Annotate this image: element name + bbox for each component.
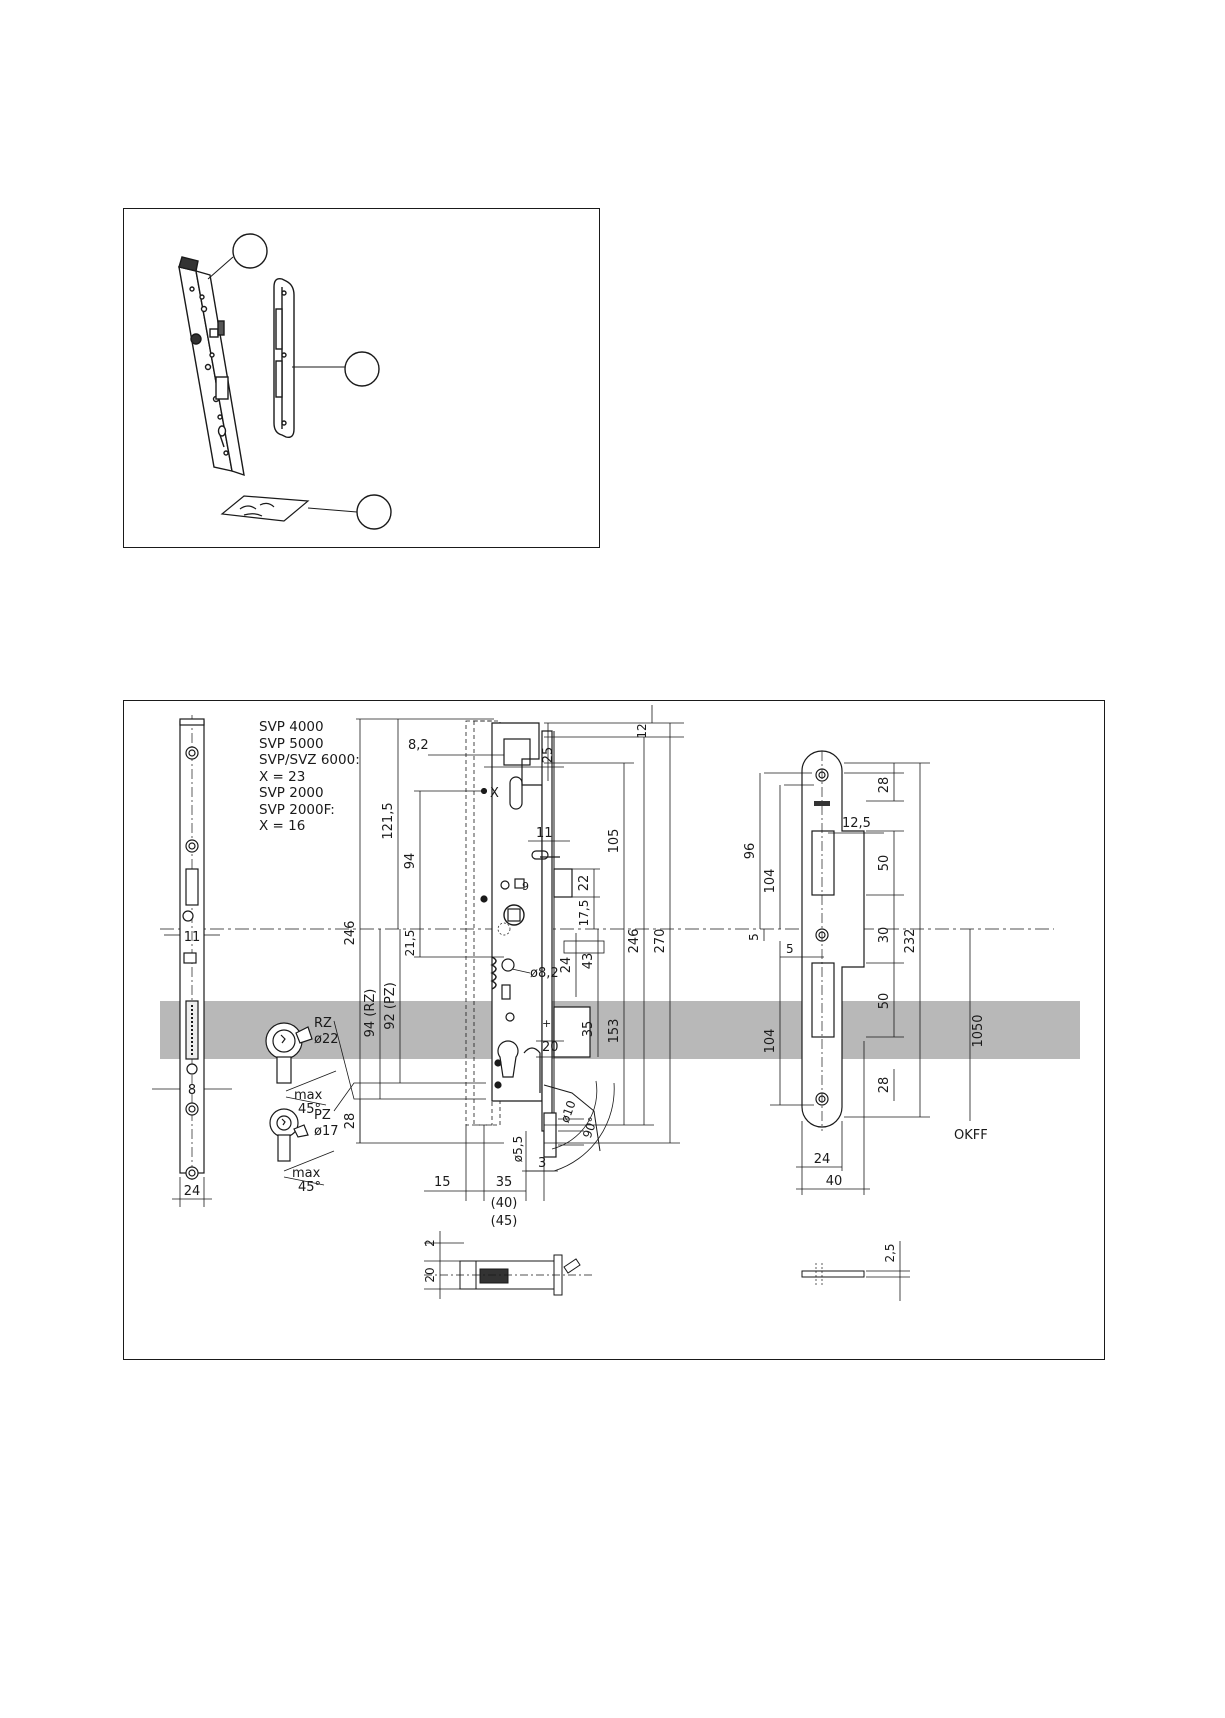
- svg-text:35: 35: [496, 1175, 513, 1190]
- svg-text:28: 28: [877, 1077, 892, 1094]
- svg-text:8: 8: [188, 1083, 196, 1098]
- lock-case-drawing: [466, 721, 604, 1157]
- x-label: X: [490, 786, 499, 801]
- svg-text:(40): (40): [491, 1196, 518, 1211]
- svg-text:92 (PZ): 92 (PZ): [383, 982, 398, 1030]
- svg-text:246: 246: [343, 921, 358, 946]
- svg-text:PZ: PZ: [314, 1108, 331, 1123]
- strike-section-view: [802, 1263, 864, 1285]
- svg-text:20: 20: [423, 1267, 437, 1282]
- technical-drawing: 11 8 24 RZ ø22 max 45°: [124, 701, 1106, 1361]
- svg-text:24: 24: [814, 1152, 831, 1167]
- dims-strike: 96 104 5 5 104 12,5 50 30 50: [743, 763, 988, 1195]
- callout-1: [208, 234, 267, 279]
- svg-text:246: 246: [627, 929, 642, 954]
- svg-text:2: 2: [423, 1239, 437, 1247]
- svg-text:104: 104: [763, 1029, 778, 1054]
- square-9-label: 9: [522, 880, 529, 893]
- svg-text:40: 40: [826, 1174, 843, 1189]
- dims-case-bottom: 15 35 (40) (45) 3: [424, 1125, 554, 1229]
- svg-text:25: 25: [541, 747, 556, 764]
- svg-text:ø5,5: ø5,5: [511, 1136, 525, 1162]
- svg-text:50: 50: [877, 993, 892, 1010]
- svg-text:17,5: 17,5: [577, 900, 591, 927]
- svg-text:21,5: 21,5: [403, 930, 417, 957]
- svg-text:270: 270: [653, 929, 668, 954]
- svg-text:12: 12: [635, 723, 649, 738]
- dimension-drawing-frame: SVP 4000 SVP 5000 SVP/SVZ 6000: X = 23 S…: [123, 700, 1105, 1360]
- dia-8-2-label: ø8,2: [530, 966, 559, 981]
- svg-text:(45): (45): [491, 1214, 518, 1229]
- parts-illustration: [124, 209, 601, 549]
- svg-text:11: 11: [536, 826, 553, 841]
- section-dims: 2 20: [423, 1231, 464, 1299]
- svg-text:104: 104: [763, 869, 778, 894]
- svg-text:50: 50: [877, 855, 892, 872]
- faceplate-front-view: [180, 715, 204, 1181]
- parts-overview-frame: [123, 208, 600, 548]
- svg-text:20: 20: [542, 1040, 559, 1055]
- svg-text:43: 43: [581, 953, 596, 970]
- lock-case-illustration: [179, 257, 244, 475]
- strike-section-dims: 2,5: [866, 1241, 910, 1301]
- svg-text:2,5: 2,5: [883, 1243, 897, 1262]
- plus-label: +: [542, 1017, 551, 1030]
- svg-text:232: 232: [903, 929, 918, 954]
- svg-text:max: max: [294, 1088, 323, 1103]
- svg-text:94 (RZ): 94 (RZ): [363, 989, 378, 1038]
- svg-text:5: 5: [747, 933, 761, 941]
- strike-plate-drawing: [802, 751, 864, 1131]
- screw-bag-illustration: [222, 496, 308, 521]
- svg-text:ø10: ø10: [558, 1099, 579, 1125]
- svg-text:8,2: 8,2: [408, 738, 429, 753]
- svg-text:121,5: 121,5: [381, 802, 396, 839]
- svg-text:12,5: 12,5: [842, 816, 871, 831]
- svg-text:35: 35: [581, 1021, 596, 1038]
- svg-text:11: 11: [184, 930, 201, 945]
- strike-plate-illustration: [274, 279, 294, 438]
- svg-text:28: 28: [343, 1113, 358, 1130]
- svg-text:24: 24: [559, 957, 574, 974]
- svg-text:OKFF: OKFF: [954, 1128, 988, 1143]
- svg-text:28: 28: [877, 777, 892, 794]
- svg-text:ø17: ø17: [314, 1124, 339, 1139]
- svg-text:5: 5: [786, 942, 794, 956]
- svg-text:153: 153: [607, 1019, 622, 1044]
- callout-2: [292, 352, 379, 386]
- svg-text:30: 30: [877, 927, 892, 944]
- callout-3: [308, 495, 391, 529]
- svg-text:RZ: RZ: [314, 1016, 332, 1031]
- svg-text:105: 105: [607, 829, 622, 854]
- svg-text:94: 94: [403, 853, 418, 870]
- svg-text:22: 22: [577, 875, 592, 892]
- svg-text:ø22: ø22: [314, 1032, 339, 1047]
- svg-text:15: 15: [434, 1175, 451, 1190]
- svg-text:max: max: [292, 1166, 321, 1181]
- svg-text:3: 3: [538, 1156, 546, 1171]
- svg-text:96: 96: [743, 843, 758, 860]
- pz-leader: [334, 1083, 486, 1111]
- svg-text:1050: 1050: [971, 1014, 986, 1047]
- svg-text:24: 24: [184, 1184, 201, 1199]
